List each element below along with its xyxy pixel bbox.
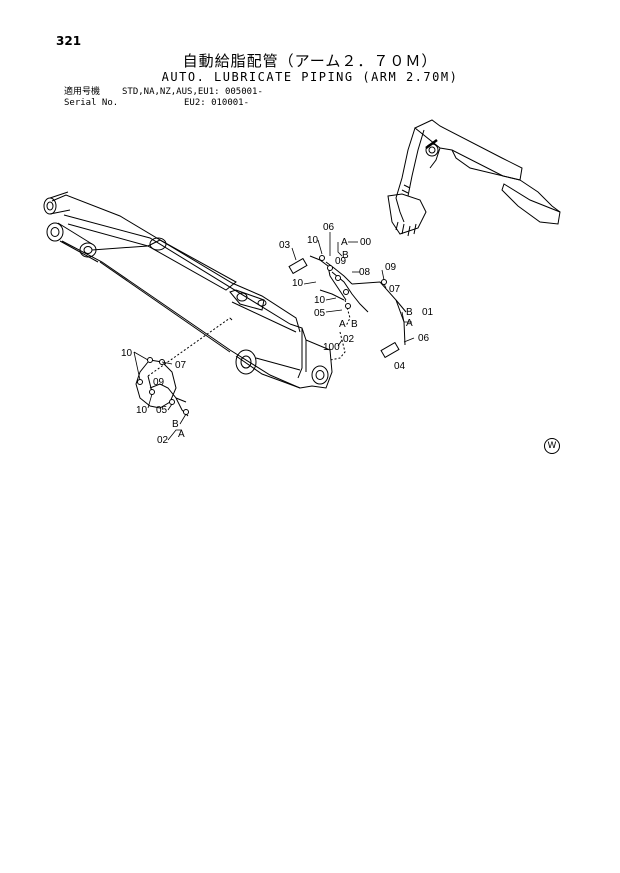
callout-08: 08 (359, 267, 371, 278)
callout-03: 03 (279, 240, 291, 251)
callout-10: 10 (307, 235, 319, 246)
callout-00: 00 (360, 237, 372, 248)
callout-a: A (341, 237, 348, 248)
callout-a: A (339, 319, 346, 330)
callout-09: 09 (385, 262, 397, 273)
applicability-row-2: Serial No. EU2: 010001- (64, 98, 263, 109)
title-japanese: 自動給脂配管（アーム２．７０Ｍ） (182, 52, 438, 70)
serial-label: Serial No. (64, 98, 119, 108)
callout-b: B (406, 307, 413, 318)
callout-05: 05 (314, 308, 326, 319)
callout-10: 10 (121, 348, 133, 359)
applicability-label: 適用号機 (64, 87, 101, 97)
corner-w-mark: W (544, 438, 560, 454)
callout-09: 09 (153, 377, 165, 388)
callout-07: 07 (175, 360, 187, 371)
applicability-models: STD,NA,NZ,AUS,EU1: 005001- (122, 87, 263, 97)
callout-b: B (351, 319, 358, 330)
callout-10: 10 (136, 405, 148, 416)
hoses-and-leaders (135, 255, 407, 417)
callout-10: 10 (292, 278, 304, 289)
callout-06: 06 (418, 333, 430, 344)
callout-a: A (178, 429, 185, 440)
applicability-block: 適用号機 STD,NA,NZ,AUS,EU1: 005001- Serial No… (64, 87, 263, 109)
callout-100: 100 (323, 342, 340, 353)
callout-02: 02 (343, 334, 355, 345)
callout-05: 05 (156, 405, 168, 416)
callout-a: A (406, 318, 413, 329)
callout-b: B (172, 419, 179, 430)
callout-b: B (342, 250, 349, 261)
title-english: AUTO. LUBRICATE PIPING (ARM 2.70M) (161, 70, 459, 84)
applicability-row-1: 適用号機 STD,NA,NZ,AUS,EU1: 005001- (64, 87, 263, 98)
callout-leaders (133, 232, 415, 441)
callout-09: 09 (335, 256, 347, 267)
callout-04: 04 (394, 361, 406, 372)
arm-body (43, 191, 333, 389)
excavator-inset (387, 119, 561, 237)
callout-10: 10 (314, 295, 326, 306)
callout-01: 01 (422, 307, 434, 318)
callout-06: 06 (323, 222, 335, 233)
page-number: 321 (56, 34, 82, 48)
fittings (137, 255, 400, 415)
callout-02: 02 (157, 435, 169, 446)
serial-range: EU2: 010001- (184, 98, 250, 108)
callouts: 03 10 06 A 00 B 09 10 08 09 07 10 05 A B… (121, 222, 434, 446)
callout-07: 07 (389, 284, 401, 295)
